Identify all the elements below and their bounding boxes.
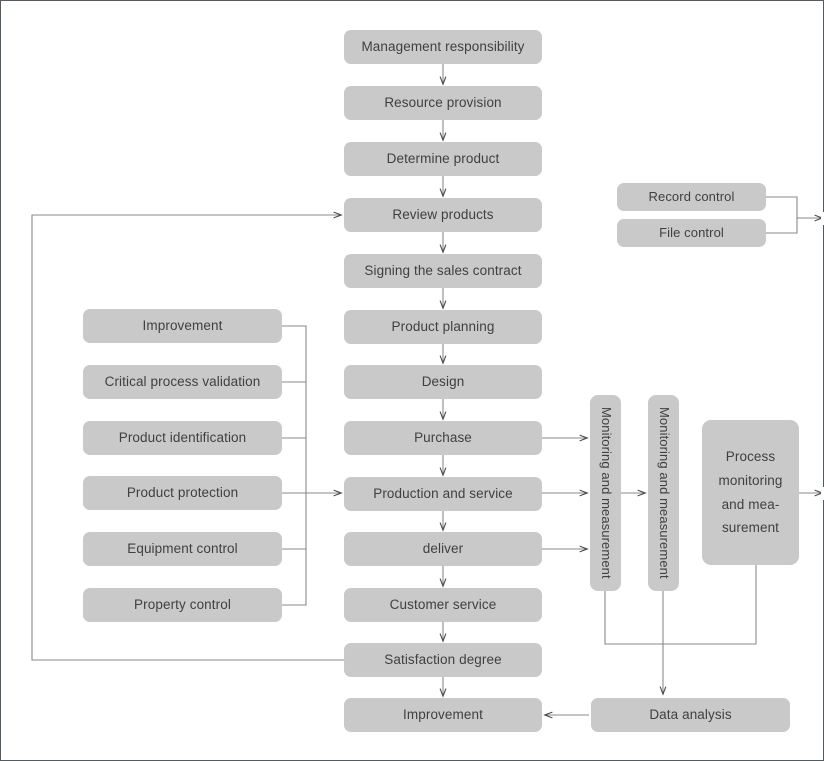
wire-file-control-output (766, 218, 798, 234)
node-deliver[interactable]: deliver (344, 532, 542, 566)
node-monitoring-and-measurement-1[interactable]: Monitoring and measurement (590, 395, 621, 591)
node-purchase[interactable]: Purchase (344, 421, 542, 455)
node-product-protection[interactable]: Product protection (83, 476, 282, 510)
process-monitoring-line-4: surement (721, 520, 780, 536)
wire-monitoring-1-and-process-to-analysis-bus (604, 565, 757, 645)
wire-satisfaction-feedback-to-review (31, 215, 344, 661)
frame-gap-process-monitoring (821, 487, 824, 500)
node-equipment-control[interactable]: Equipment control (83, 532, 282, 566)
node-production-and-service[interactable]: Production and service (344, 477, 542, 511)
wire-record-control-output (766, 196, 822, 218)
node-file-control[interactable]: File control (617, 219, 766, 247)
node-property-control[interactable]: Property control (83, 588, 282, 622)
node-improvement-main[interactable]: Improvement (344, 698, 542, 732)
node-signing-the-sales-contract[interactable]: Signing the sales contract (344, 254, 542, 288)
node-design[interactable]: Design (344, 365, 542, 399)
wire-support-bus (282, 325, 307, 606)
process-monitoring-line-2: monitoring (718, 472, 783, 488)
node-customer-service[interactable]: Customer service (344, 588, 542, 622)
node-determine-product[interactable]: Determine product (344, 142, 542, 176)
process-monitoring-line-3: and mea- (721, 496, 780, 512)
node-product-identification[interactable]: Product identification (83, 421, 282, 455)
node-resource-provision[interactable]: Resource provision (344, 86, 542, 120)
node-monitoring-and-measurement-2[interactable]: Monitoring and measurement (648, 395, 679, 591)
node-review-products[interactable]: Review products (344, 198, 542, 232)
node-process-monitoring-and-measurement[interactable]: Process monitoring and mea- surement (702, 420, 799, 565)
node-product-planning[interactable]: Product planning (344, 310, 542, 344)
node-satisfaction-degree[interactable]: Satisfaction degree (344, 643, 542, 677)
node-management-responsibility[interactable]: Management responsibility (344, 30, 542, 64)
frame-gap-record-control (821, 212, 824, 225)
node-critical-process-validation[interactable]: Critical process validation (83, 365, 282, 399)
process-monitoring-line-1: Process (725, 449, 776, 465)
node-data-analysis[interactable]: Data analysis (591, 698, 790, 732)
node-record-control[interactable]: Record control (617, 183, 766, 211)
node-improvement-support[interactable]: Improvement (83, 309, 282, 343)
